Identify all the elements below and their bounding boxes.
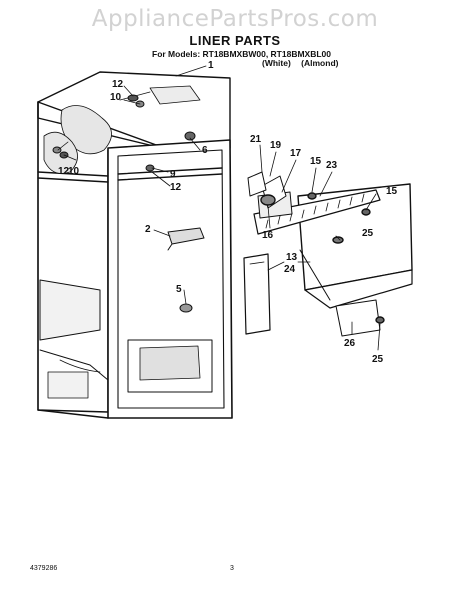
color-white: (White): [262, 58, 291, 68]
callout-1: 1: [208, 60, 214, 71]
callout-16: 16: [262, 230, 274, 241]
callout-21: 21: [250, 134, 262, 145]
callout-6: 6: [202, 145, 208, 156]
models-line: For Models: RT18BMXBW00, RT18BMXBL00: [152, 49, 331, 59]
callout-12: 12: [58, 166, 70, 177]
evaporator-cover-assembly: [243, 171, 413, 337]
page-title: LINER PARTS: [189, 33, 281, 48]
callout-15: 15: [386, 186, 398, 197]
callout-25: 25: [372, 354, 384, 365]
callout-10: 10: [68, 166, 80, 177]
callout-13: 13: [286, 252, 298, 263]
callout-25: 25: [362, 228, 374, 239]
callout-15: 15: [310, 156, 322, 167]
callout-10: 10: [110, 92, 122, 103]
callout-12: 12: [112, 79, 124, 90]
callout-9: 9: [170, 169, 176, 180]
callout-24: 24: [284, 264, 296, 275]
callout-26: 26: [344, 338, 356, 349]
callout-23: 23: [326, 160, 338, 171]
liner-body: [37, 71, 233, 419]
callout-19: 19: [270, 140, 282, 151]
callout-5: 5: [176, 284, 182, 295]
document-number: 4379286: [30, 565, 58, 572]
color-variants: (White) (Almond): [262, 58, 346, 68]
page-number: 3: [230, 565, 234, 572]
watermark: AppliancePartsPros.com: [91, 6, 379, 32]
callouts: 1 12 10 12 10 6 9 12 2 5 21 19 17 15 23 …: [58, 60, 398, 365]
callout-17: 17: [290, 148, 302, 159]
callout-2: 2: [145, 224, 151, 235]
color-almond: (Almond): [301, 58, 339, 68]
callout-12: 12: [170, 182, 182, 193]
leader-lines: [57, 65, 381, 351]
